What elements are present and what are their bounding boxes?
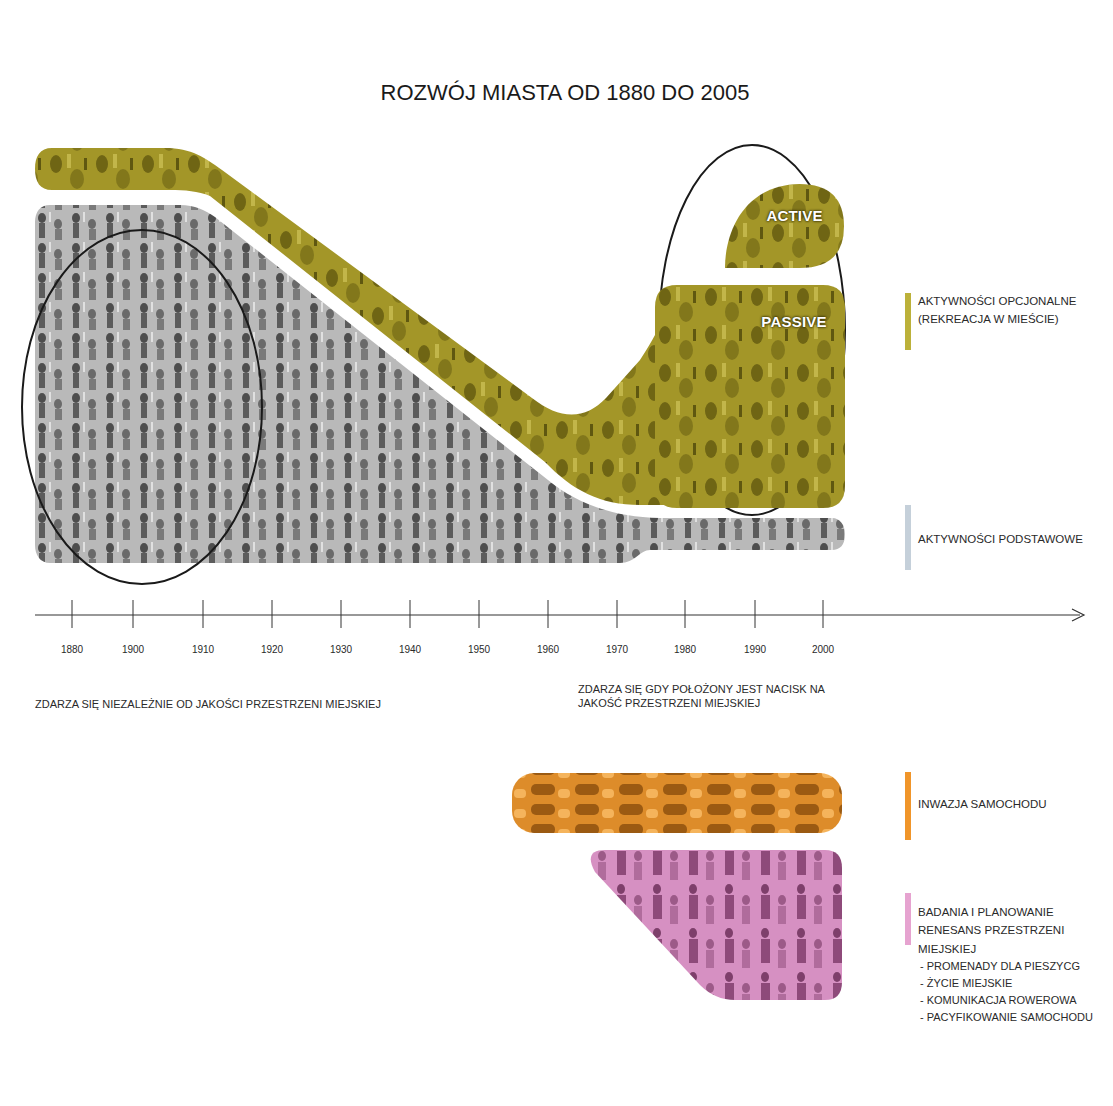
- list-item: - PACYFIKOWANIE SAMOCHODU: [920, 1011, 1106, 1025]
- annotation: ZDARZA SIĘ NIEZALEŻNIE OD JAKOŚCI PRZEST…: [35, 698, 555, 712]
- axis-year: 1920: [247, 644, 297, 657]
- legend-label: BADANIA I PLANOWANIE RENESANS PRZESTRZEN…: [918, 903, 1100, 958]
- active-blob-outline: [722, 183, 845, 270]
- axis-year: 1990: [730, 644, 780, 657]
- node-text-area: PASSIVE: [655, 285, 845, 330]
- axis-year: 1970: [592, 644, 642, 657]
- optional-activities-band: [35, 148, 690, 505]
- annotation: ZDARZA SIĘ GDY POŁOŻONY JEST NACISK NA J…: [578, 683, 840, 711]
- list-item: - ŻYCIE MIEJSKIE: [920, 977, 1106, 991]
- car-invasion-band: [512, 773, 842, 833]
- axis-year: 1950: [454, 644, 504, 657]
- legend-swatch: [905, 893, 911, 945]
- axis-year: 1980: [660, 644, 710, 657]
- legend-swatch: [905, 772, 911, 840]
- legend-label: INWAZJA SAMOCHODU: [918, 795, 1100, 813]
- active-blob: ACTIVE: [722, 183, 845, 270]
- node-label: PASSIVE: [743, 313, 845, 330]
- axis-year: 1940: [385, 644, 435, 657]
- list-item: - PROMENADY DLA PIESZYCG: [920, 960, 1106, 974]
- axis-year: 1960: [523, 644, 573, 657]
- outline: [655, 285, 845, 508]
- basic-activities-band: [35, 205, 845, 563]
- passive-region: PASSIVE: [655, 285, 845, 508]
- time-axis: [35, 614, 1080, 615]
- legend-swatch: [905, 293, 911, 350]
- axis-year: 2000: [798, 644, 848, 657]
- list-item: - KOMUNIKACJA ROWEROWA: [920, 994, 1106, 1008]
- legend-label: AKTYWNOŚCI PODSTAWOWE: [918, 530, 1100, 548]
- highlight-ellipse: [22, 230, 262, 584]
- axis-arrowhead: [1072, 609, 1084, 621]
- legend-label: AKTYWNOŚCI OPCJONALNE (REKREACJA W MIEŚC…: [918, 292, 1100, 329]
- axis-year: 1900: [108, 644, 158, 657]
- axis-year: 1930: [316, 644, 366, 657]
- axis-year: 1910: [178, 644, 228, 657]
- axis-year: 1880: [47, 644, 97, 657]
- diagram-title: ROZWÓJ MIASTA OD 1880 DO 2005: [215, 82, 915, 104]
- axis-ticks: [72, 600, 823, 628]
- node-label: ACTIVE: [744, 207, 845, 224]
- node-text-area: ACTIVE: [722, 183, 845, 224]
- legend-swatch: [905, 505, 911, 570]
- planning-renaissance-band: [591, 850, 842, 1000]
- outline: [725, 184, 844, 268]
